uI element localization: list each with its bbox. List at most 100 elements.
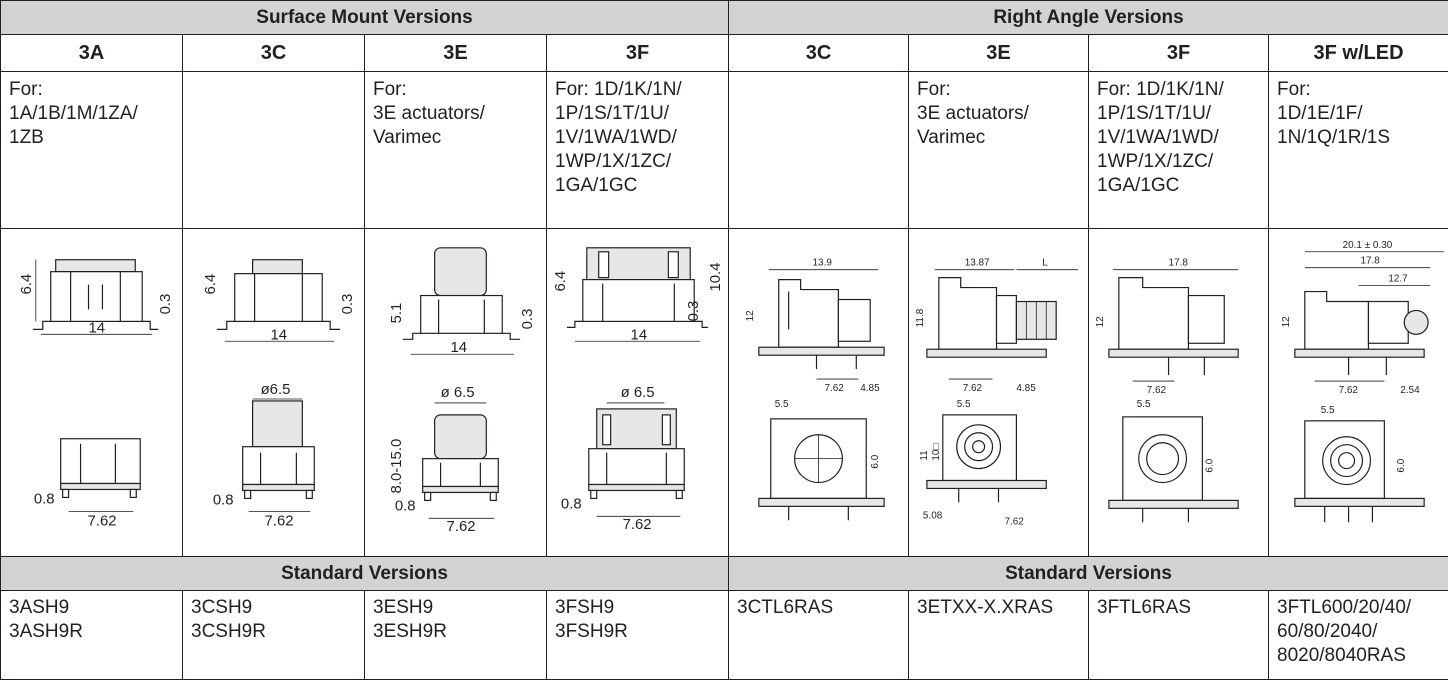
standard-versions-header-right: Standard Versions [728, 556, 1448, 591]
dim-pitch-2: 7.62 [1004, 516, 1024, 527]
col-header-3f: 3F [545, 34, 730, 72]
dim-height: 6.4 [19, 274, 35, 295]
note-ra-3c [728, 71, 910, 229]
dim-height: 6.4 [203, 274, 219, 295]
dim-width: 14 [631, 327, 648, 343]
dim-width: 13.9 [813, 258, 833, 269]
dim-thickness: 0.3 [520, 309, 536, 330]
model-3c: 3CSH9 3CSH9R [182, 590, 365, 680]
dim-spacing: 5.5 [957, 399, 971, 410]
note-ra-3f-led: For: 1D/1E/1F/ 1N/1Q/1R/1S [1268, 71, 1448, 229]
drawing-ra-3e-svg: 13.87 L 11.8 7.62 4.85 5.5 10□ 11 5.0 [915, 258, 1079, 527]
dim-pitch: 7.62 [824, 383, 844, 394]
note-ra-3e: For: 3E actuators/ Varimec [908, 71, 1090, 229]
dim-y: 6.0 [1396, 458, 1407, 472]
note-3f: For: 1D/1K/1N/ 1P/1S/1T/1U/ 1V/1WA/1WD/ … [545, 71, 730, 229]
col-header-3a: 3A [0, 34, 183, 72]
dim-pitch: 7.62 [623, 517, 652, 533]
drawing-3a-svg: 6.4 0.3 14 0.8 7.62 [19, 259, 174, 529]
dim-diameter: ø 6.5 [621, 385, 655, 401]
dim-width: 17.8 [1361, 256, 1381, 267]
dim-thickness: 0.3 [686, 301, 702, 322]
dim-height: 5.1 [389, 303, 405, 324]
dim-width: 17.8 [1169, 258, 1189, 269]
dim-pitch: 7.62 [447, 519, 476, 535]
model-3a: 3ASH9 3ASH9R [0, 590, 183, 680]
drawing-ra-3e: 13.87 L 11.8 7.62 4.85 5.5 10□ 11 5.0 [908, 228, 1090, 557]
model-ra-3f: 3FTL6RAS [1088, 590, 1270, 680]
drawing-ra-3c: 13.9 12 7.62 4.85 5.5 6.0 [728, 228, 910, 557]
drawing-3f: 6.4 0.3 10.4 14 ø 6.5 0.8 7.62 [545, 228, 730, 557]
dim-length: L [1042, 258, 1048, 269]
dim-square: 10□ [931, 444, 942, 461]
drawing-ra-3c-svg: 13.9 12 7.62 4.85 5.5 6.0 [745, 258, 885, 521]
model-3e: 3ESH9 3ESH9R [364, 590, 547, 680]
model-3f: 3FSH9 3FSH9R [545, 590, 730, 680]
dim-11: 11 [919, 450, 930, 461]
drawing-ra-3f: 17.8 12 7.62 5.5 6.0 [1088, 228, 1270, 557]
standard-versions-header-left: Standard Versions [0, 556, 730, 591]
dim-height: 6.4 [553, 271, 569, 292]
dim-pitch: 7.62 [88, 513, 117, 529]
body-top [55, 259, 136, 273]
model-ra-3e: 3ETXX-X.XRAS [908, 590, 1090, 680]
drawing-ra-3f-led: 20.1 ± 0.30 17.8 12.7 12 7.62 2.54 5.5 6… [1268, 228, 1448, 557]
dim-spacing: 5.5 [775, 399, 789, 410]
dim-lead: 0.8 [395, 498, 416, 514]
dim-thickness: 0.3 [158, 294, 174, 315]
drawing-3e: 5.1 0.3 14 ø 6.5 8.0-15.0 0.8 7.62 [364, 228, 547, 557]
right-angle-header: Right Angle Versions [728, 0, 1448, 35]
col-header-ra-3f: 3F [1088, 34, 1270, 72]
dim-y: 6.0 [870, 454, 881, 468]
dim-offset: 4.85 [1016, 383, 1036, 394]
drawing-3c-svg: 6.4 0.3 14 ø6.5 0.8 7.62 [203, 259, 356, 529]
dim-lead: 0.8 [213, 492, 234, 508]
model-ra-3c: 3CTL6RAS [728, 590, 910, 680]
dim-total: 20.1 ± 0.30 [1343, 240, 1393, 251]
drawing-3a: 6.4 0.3 14 0.8 7.62 [0, 228, 183, 557]
dim-offset: 4.85 [860, 383, 880, 394]
note-3a: For: 1A/1B/1M/1ZA/ 1ZB [0, 71, 183, 229]
dim-height: 12 [1281, 316, 1292, 328]
dim-pitch: 7.62 [1147, 385, 1167, 396]
note-3c [182, 71, 365, 229]
dim-height: 12 [745, 310, 756, 322]
dim-width: 13.87 [965, 258, 990, 269]
dim-diameter: ø6.5 [261, 382, 291, 398]
col-header-3c: 3C [182, 34, 365, 72]
dim-pitch: 7.62 [963, 383, 983, 394]
dim-range: 8.0-15.0 [389, 439, 405, 494]
col-header-3e: 3E [364, 34, 547, 72]
dim-height: 12 [1095, 316, 1106, 328]
dim-spacing: 5.5 [1321, 405, 1335, 416]
dim-diameter: ø 6.5 [441, 385, 475, 401]
body-bottom-view [60, 438, 141, 485]
dim-12-7: 12.7 [1388, 274, 1408, 285]
dim-width: 14 [271, 327, 288, 343]
dim-total-height: 10.4 [708, 263, 724, 292]
col-header-ra-3f-led: 3F w/LED [1268, 34, 1448, 72]
note-ra-3f: For: 1D/1K/1N/ 1P/1S/1T/1U/ 1V/1WA/1WD/ … [1088, 71, 1270, 229]
dim-height: 11.8 [915, 308, 926, 327]
body-base [50, 271, 143, 322]
dim-lead: 0.8 [561, 496, 582, 512]
dim-thickness: 0.3 [340, 294, 356, 315]
drawing-3e-svg: 5.1 0.3 14 ø 6.5 8.0-15.0 0.8 7.62 [389, 247, 536, 535]
model-ra-3f-led: 3FTL600/20/40/ 60/80/2040/ 8020/8040RAS [1268, 590, 1448, 680]
dim-508: 5.08 [923, 510, 943, 521]
drawing-ra-3f-svg: 17.8 12 7.62 5.5 6.0 [1095, 258, 1239, 523]
dim-pitch: 7.62 [265, 513, 294, 529]
col-header-ra-3e: 3E [908, 34, 1090, 72]
dim-2-54: 2.54 [1400, 385, 1420, 396]
dim-width: 14 [89, 320, 106, 336]
drawing-3c: 6.4 0.3 14 ø6.5 0.8 7.62 [182, 228, 365, 557]
col-header-ra-3c: 3C [728, 34, 910, 72]
surface-mount-header: Surface Mount Versions [0, 0, 730, 35]
dim-y: 6.0 [1204, 458, 1215, 472]
dim-spacing: 5.5 [1137, 399, 1151, 410]
note-3e: For: 3E actuators/ Varimec [364, 71, 547, 229]
drawing-ra-3f-led-svg: 20.1 ± 0.30 17.8 12.7 12 7.62 2.54 5.5 6… [1281, 240, 1445, 523]
dim-lead: 0.8 [34, 491, 55, 507]
spec-table: Surface Mount Versions Right Angle Versi… [0, 0, 1448, 680]
dim-width: 14 [451, 340, 468, 356]
